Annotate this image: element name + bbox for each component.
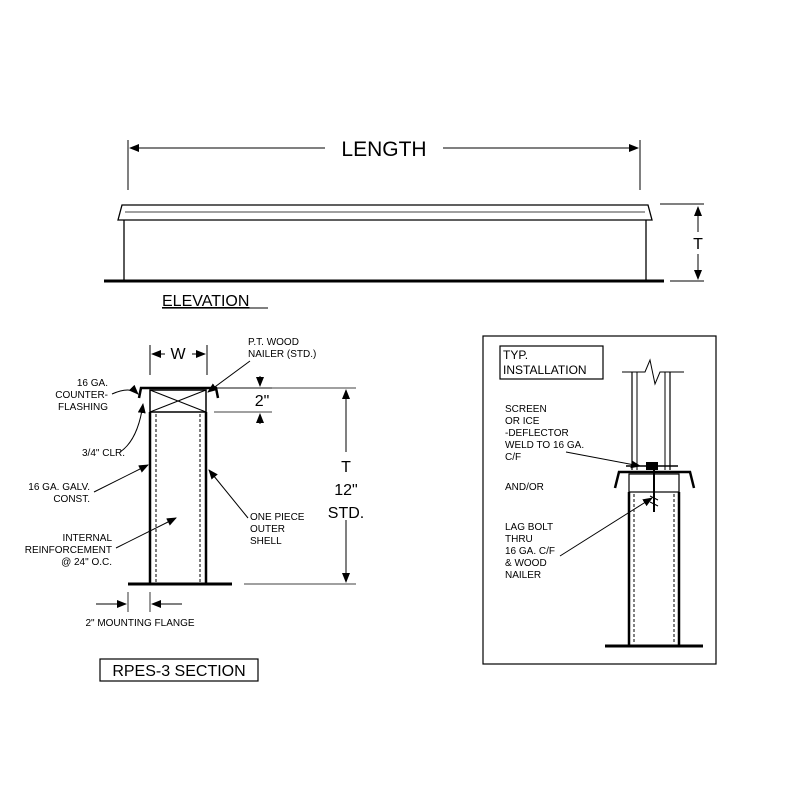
svg-text:P.T. WOOD: P.T. WOOD <box>248 337 299 348</box>
length-label: LENGTH <box>341 138 426 161</box>
flange-note: 2" MOUNTING FLANGE <box>85 618 194 629</box>
counterflashing-note: 16 GA. COUNTER- FLASHING <box>55 378 139 413</box>
svg-text:NAILER: NAILER <box>505 570 541 581</box>
svg-text:LAG BOLT: LAG BOLT <box>505 522 553 533</box>
svg-text:ONE PIECE: ONE PIECE <box>250 512 305 523</box>
width-label: W <box>170 346 186 363</box>
width-dimension: W <box>149 345 208 375</box>
svg-text:16 GA. C/F: 16 GA. C/F <box>505 546 555 557</box>
svg-text:COUNTER-: COUNTER- <box>55 390 108 401</box>
section-height-12in: 12" <box>334 482 357 499</box>
nailer-note: P.T. WOOD NAILER (STD.) <box>207 337 316 393</box>
section-view: W 2" T 12" STD. <box>25 337 364 682</box>
svg-text:FLASHING: FLASHING <box>58 402 108 413</box>
flange-dimension: 2" MOUNTING FLANGE <box>85 592 195 629</box>
section-height-std: STD. <box>328 505 364 522</box>
reinforcement-note: INTERNAL REINFORCEMENT @ 24" O.C. <box>25 517 177 568</box>
height-label: T <box>693 236 703 253</box>
svg-text:CONST.: CONST. <box>53 494 90 505</box>
installation-view: TYP. INSTALLATION SCREEN OR ICE -DEFLECT… <box>482 335 717 665</box>
curb-elevation <box>104 204 664 283</box>
svg-text:NAILER (STD.): NAILER (STD.) <box>248 349 316 360</box>
galv-note: 16 GA. GALV. CONST. <box>28 464 149 505</box>
section-height-dimension: T 12" STD. <box>214 387 364 585</box>
installation-title-line2: INSTALLATION <box>503 363 587 377</box>
svg-text:OUTER: OUTER <box>250 524 285 535</box>
svg-text:3/4" CLR.: 3/4" CLR. <box>82 448 125 459</box>
svg-text:INTERNAL: INTERNAL <box>63 533 113 544</box>
svg-text:WELD TO 16 GA.: WELD TO 16 GA. <box>505 440 584 451</box>
andor-note: AND/OR <box>505 482 544 493</box>
svg-text:@ 24" O.C.: @ 24" O.C. <box>61 557 112 568</box>
section-height-t: T <box>341 459 351 476</box>
screen-note: SCREEN OR ICE -DEFLECTOR WELD TO 16 GA. … <box>505 404 641 469</box>
elevation-title: ELEVATION <box>162 293 249 310</box>
shell-note: ONE PIECE OUTER SHELL <box>208 469 305 547</box>
svg-text:THRU: THRU <box>505 534 533 545</box>
svg-text:& WOOD: & WOOD <box>505 558 547 569</box>
lag-bolt-note: LAG BOLT THRU 16 GA. C/F & WOOD NAILER <box>505 497 653 581</box>
section-title: RPES-3 SECTION <box>112 663 245 680</box>
svg-text:-DEFLECTOR: -DEFLECTOR <box>505 428 569 439</box>
svg-text:REINFORCEMENT: REINFORCEMENT <box>25 545 112 556</box>
svg-text:OR ICE: OR ICE <box>505 416 540 427</box>
nailer-height-label: 2" <box>255 393 270 410</box>
svg-text:C/F: C/F <box>505 452 521 463</box>
height-dimension: T <box>660 203 704 282</box>
svg-text:SHELL: SHELL <box>250 536 282 547</box>
svg-text:16 GA. GALV.: 16 GA. GALV. <box>28 482 90 493</box>
elevation-view: LENGTH T ELEVATION <box>104 138 704 310</box>
svg-text:16 GA.: 16 GA. <box>77 378 108 389</box>
svg-text:SCREEN: SCREEN <box>505 404 547 415</box>
length-dimension: LENGTH <box>127 138 641 190</box>
clearance-note: 3/4" CLR. <box>82 403 146 459</box>
installation-title-line1: TYP. <box>503 348 528 362</box>
nailer-dimension: 2" <box>214 376 272 424</box>
